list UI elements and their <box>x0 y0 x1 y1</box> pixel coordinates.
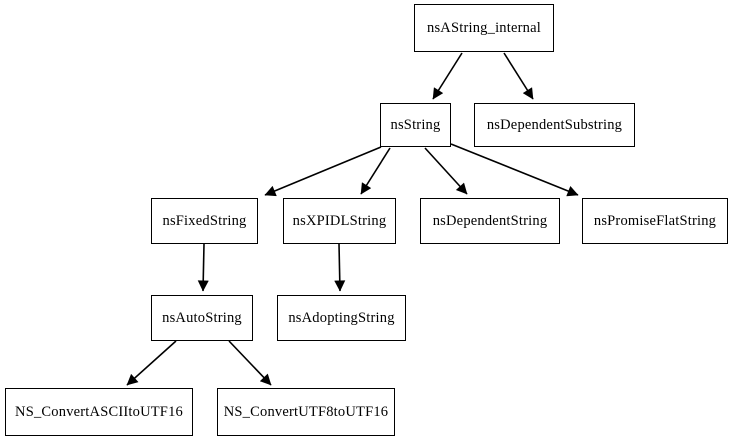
edge-nsastring-internal-to-nsdependentsubstring <box>503 52 534 100</box>
node-label: NS_ConvertUTF8toUTF16 <box>223 403 389 420</box>
node-label: nsString <box>390 116 441 133</box>
node-label: nsAString_internal <box>427 19 541 36</box>
node-label: nsXPIDLString <box>292 212 387 229</box>
node-nspromiseflatstring[interactable]: nsPromiseFlatString <box>582 198 728 244</box>
edge-nsautostring-to-ns-convertasciitoutf16 <box>126 340 177 386</box>
node-label: NS_ConvertASCIItoUTF16 <box>15 403 183 420</box>
edge-nsxpidlstring-to-nsadoptingstring <box>334 243 346 292</box>
node-label: nsFixedString <box>162 212 247 229</box>
node-ns-convertasciitoutf16[interactable]: NS_ConvertASCIItoUTF16 <box>5 388 193 436</box>
edge-nsastring-internal-to-nsstring <box>432 52 463 100</box>
edge-nsautostring-to-ns-convertutf8toutf16 <box>228 340 272 386</box>
node-nsautostring[interactable]: nsAutoString <box>151 295 253 341</box>
node-label: nsAutoString <box>162 309 242 326</box>
node-nsadoptingstring[interactable]: nsAdoptingString <box>277 295 406 341</box>
edge-nsstring-to-nsxpidlstring <box>360 147 391 195</box>
node-label: nsPromiseFlatString <box>593 212 717 229</box>
node-ns-convertutf8toutf16[interactable]: NS_ConvertUTF8toUTF16 <box>217 388 395 436</box>
node-label: nsDependentSubstring <box>486 116 623 133</box>
node-nsdependentstring[interactable]: nsDependentString <box>420 198 560 244</box>
node-nsstring[interactable]: nsString <box>380 103 451 147</box>
node-nsfixedstring[interactable]: nsFixedString <box>151 198 258 244</box>
node-label: nsDependentString <box>432 212 548 229</box>
node-label: nsAdoptingString <box>288 309 395 326</box>
node-nsastring-internal[interactable]: nsAString_internal <box>414 4 554 52</box>
node-nsdependentsubstring[interactable]: nsDependentSubstring <box>474 103 635 147</box>
node-nsxpidlstring[interactable]: nsXPIDLString <box>283 198 396 244</box>
edge-nsstring-to-nsdependentstring <box>424 147 468 195</box>
edge-nsstring-to-nspromiseflatstring <box>450 143 579 197</box>
edge-nsstring-to-nsfixedstring <box>264 146 382 197</box>
edge-nsfixedstring-to-nsautostring <box>197 243 209 292</box>
